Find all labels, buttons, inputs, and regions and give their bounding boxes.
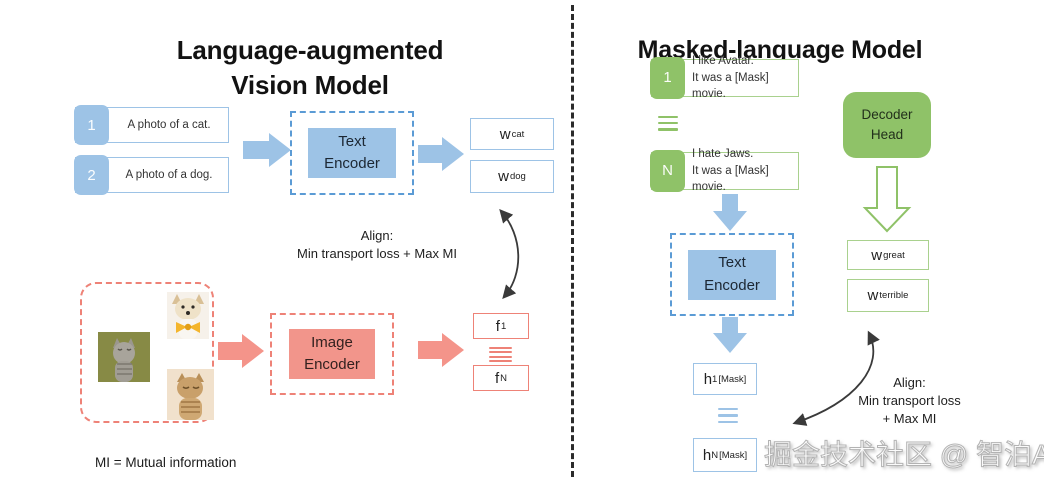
dog-photo: [167, 292, 209, 339]
w-great-sub: great: [883, 249, 905, 261]
caption-text-1: A photo of a cat.: [127, 119, 211, 131]
h-N-sub: [Mask]: [719, 449, 748, 461]
text-encoder-right: Text Encoder: [688, 249, 776, 300]
caption-index-badge-1: 1: [74, 105, 109, 145]
h-1-sub: [Mask]: [718, 373, 747, 385]
ellipsis-lines-h-outputs: [718, 404, 738, 427]
decoder-head: Decoder Head: [843, 92, 931, 158]
panel-divider: [571, 5, 574, 477]
f-N-sub: N: [500, 372, 508, 384]
text-encoder-left: Text Encoder: [308, 128, 396, 178]
tabby-cat-photo: [167, 369, 214, 420]
mi-footnote: MI = Mutual information: [95, 455, 237, 470]
left-panel-title: Language-augmented Vision Model: [176, 35, 444, 100]
caption-row-2: 2 A photo of a dog.: [74, 155, 229, 195]
red-right-arrow-image-encoder-to-outputs: [418, 333, 464, 367]
caption-index-badge-2: 2: [74, 155, 109, 195]
blue-right-arrow-inputs-to-text-encoder: [243, 133, 291, 167]
red-right-arrow-photos-to-image-encoder: [218, 334, 264, 368]
f-N-base: f: [494, 369, 500, 387]
caption-row-1: 1 A photo of a cat.: [74, 105, 229, 145]
align-note-right: Align: Min transport loss + Max MI: [858, 375, 961, 427]
image-encoder: Image Encoder: [289, 329, 375, 379]
w-cat-sub: cat: [511, 128, 525, 140]
ellipsis-lines-sentences: [658, 112, 678, 135]
sentence-index-badge-N: N: [650, 150, 685, 192]
blue-down-arrow-text-encoder-to-h: [713, 317, 747, 353]
w-terrible-base: w: [867, 287, 879, 304]
h-1-base: h: [703, 370, 713, 388]
h-N-sup: N: [711, 449, 719, 461]
f-1-sub: 1: [500, 320, 507, 332]
ellipsis-lines-image-outputs: [489, 344, 512, 365]
image-encoder-frame: Image Encoder: [270, 313, 394, 395]
w-terrible-sub: terrible: [879, 290, 909, 301]
green-hollow-down-arrow-decoder-to-w: [862, 166, 912, 233]
w-great-base: w: [871, 246, 883, 264]
sentence-text-1: I like Avatar. It was a [Mask] movie.: [692, 55, 769, 101]
text-encoder-frame-right: Text Encoder: [670, 233, 794, 316]
watermark: 掘金技术社区 @ 智泊AI: [763, 439, 1044, 471]
align-curve-arrow-right: [792, 330, 880, 426]
h-1-sup: 1: [712, 373, 718, 385]
h-N-base: h: [702, 446, 712, 464]
sentence-row-N: N I hate Jaws. It was a [Mask] movie.: [650, 148, 799, 193]
f-1-base: f: [495, 317, 500, 335]
w-dog-base: w: [498, 168, 509, 185]
caption-text-2: A photo of a dog.: [125, 169, 213, 181]
text-encoder-frame-left: Text Encoder: [290, 111, 414, 195]
w-dog-sub: dog: [509, 171, 526, 182]
gray-cat-photo: [98, 332, 150, 382]
blue-right-arrow-text-encoder-to-outputs: [418, 137, 464, 171]
sentence-row-1: 1 I like Avatar. It was a [Mask] movie.: [650, 55, 799, 100]
align-note-left: Align: Min transport loss + Max MI: [296, 228, 458, 262]
sentence-index-badge-1: 1: [650, 57, 685, 99]
w-cat-base: w: [499, 125, 511, 143]
blue-down-arrow-inputs-to-text-encoder: [713, 194, 747, 231]
sentence-text-N: I hate Jaws. It was a [Mask] movie.: [692, 148, 769, 194]
align-curve-arrow-left: [499, 208, 520, 300]
